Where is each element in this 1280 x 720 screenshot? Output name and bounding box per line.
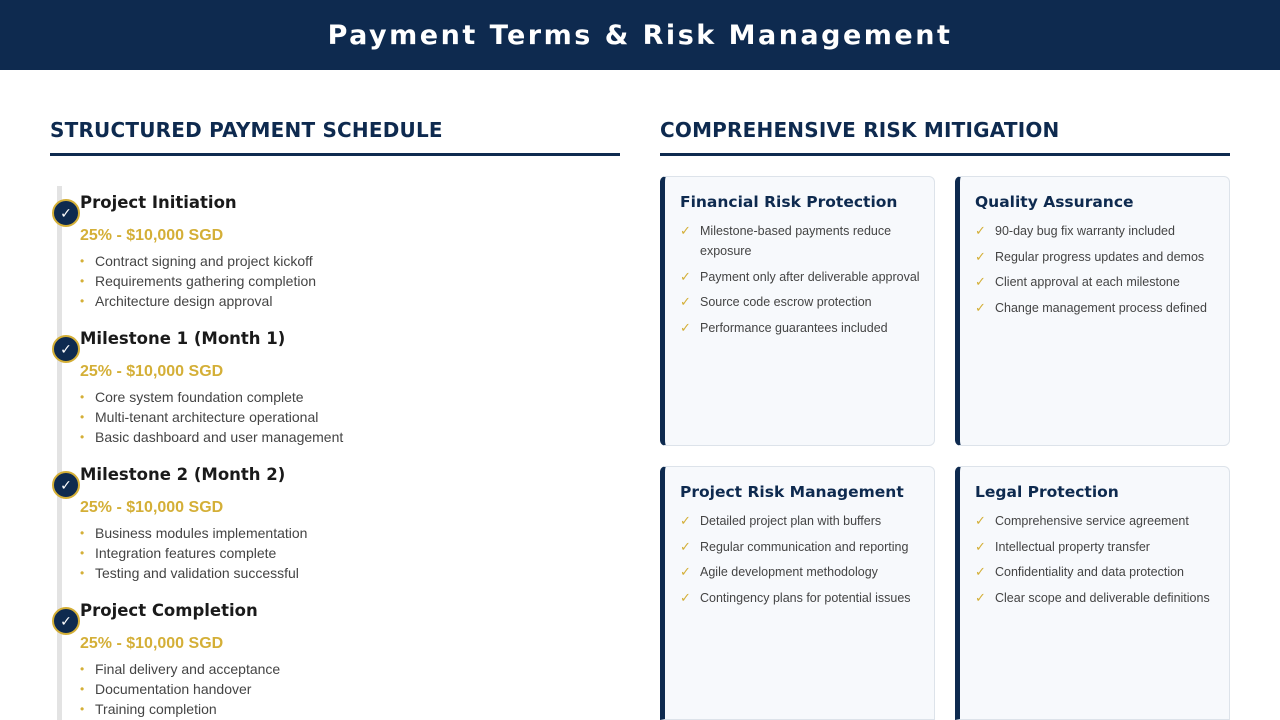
list-item: Core system foundation complete [80, 387, 620, 407]
card-items: ✓Milestone-based payments reduce exposur… [680, 221, 922, 338]
list-item: Requirements gathering completion [80, 271, 620, 291]
list-item: ✓Change management process defined [975, 298, 1217, 318]
list-item: ✓Agile development methodology [680, 562, 922, 582]
check-circle-icon: ✓ [52, 335, 80, 363]
milestone-2: ✓ Milestone 2 (Month 2) 25% - $10,000 SG… [52, 463, 620, 583]
list-item: ✓Milestone-based payments reduce exposur… [680, 223, 892, 258]
checkmark-icon: ✓ [680, 564, 691, 579]
milestone-items: Core system foundation complete Multi-te… [80, 387, 620, 447]
list-item: ✓Source code escrow protection [680, 292, 922, 312]
checkmark-icon: ✓ [975, 538, 986, 554]
checkmark-icon: ✓ [680, 319, 691, 335]
list-item: ✓90-day bug fix warranty included [975, 221, 1217, 241]
milestone-amount: 25% - $10,000 SGD [80, 499, 224, 516]
milestone-items: Contract signing and project kickoff Req… [80, 251, 620, 311]
checkmark-icon: ✓ [975, 299, 986, 315]
list-item: Contract signing and project kickoff [80, 251, 620, 271]
page-title: Payment Terms & Risk Management [327, 19, 953, 51]
milestone-items: Final delivery and acceptance Documentat… [80, 659, 620, 719]
card-items: ✓Detailed project plan with buffers ✓Reg… [680, 511, 922, 608]
payment-schedule-heading: STRUCTURED PAYMENT SCHEDULE [50, 118, 620, 156]
card-title: Project Risk Management [680, 483, 904, 501]
list-item: ✓Client approval at each milestone [975, 272, 1217, 292]
checkmark-icon: ✓ [975, 589, 986, 605]
card-financial-risk-protection: Financial Risk Protection ✓Milestone-bas… [660, 176, 935, 446]
milestone-amount: 25% - $10,000 SGD [80, 635, 224, 652]
list-item: Integration features complete [80, 543, 620, 563]
card-items: ✓Comprehensive service agreement ✓Intell… [975, 511, 1217, 608]
card-quality-assurance: Quality Assurance ✓90-day bug fix warran… [955, 176, 1230, 446]
card-title: Financial Risk Protection [680, 193, 898, 211]
list-item: ✓Performance guarantees included [680, 318, 922, 338]
card-items: ✓90-day bug fix warranty included ✓Regul… [975, 221, 1217, 318]
check-circle-icon: ✓ [52, 199, 80, 227]
milestone-title: Project Completion [80, 601, 258, 620]
risk-mitigation-heading: COMPREHENSIVE RISK MITIGATION [660, 118, 1230, 156]
checkmark-icon: ✓ [680, 538, 691, 554]
list-item: ✓Regular progress updates and demos [975, 247, 1217, 267]
checkmark-icon: ✓ [680, 589, 691, 605]
list-item: ✓Comprehensive service agreement [975, 511, 1217, 531]
milestone-amount: 25% - $10,000 SGD [80, 227, 224, 244]
list-item: Basic dashboard and user management [80, 427, 620, 447]
check-circle-icon: ✓ [52, 471, 80, 499]
milestone-1: ✓ Milestone 1 (Month 1) 25% - $10,000 SG… [52, 327, 620, 447]
milestone-title: Milestone 1 (Month 1) [80, 329, 286, 348]
list-item: ✓Intellectual property transfer [975, 537, 1217, 557]
list-item: Testing and validation successful [80, 563, 620, 583]
check-circle-icon: ✓ [52, 607, 80, 635]
checkmark-icon: ✓ [680, 268, 691, 284]
milestone-project-completion: ✓ Project Completion 25% - $10,000 SGD F… [52, 599, 620, 719]
list-item: ✓Clear scope and deliverable definitions [975, 588, 1217, 608]
list-item: Multi-tenant architecture operational [80, 407, 620, 427]
checkmark-icon: ✓ [975, 248, 986, 264]
milestone-amount: 25% - $10,000 SGD [80, 363, 224, 380]
checkmark-icon: ✓ [680, 294, 691, 309]
checkmark-icon: ✓ [975, 274, 986, 289]
list-item: ✓Contingency plans for potential issues [680, 588, 922, 608]
checkmark-icon: ✓ [975, 513, 986, 528]
card-project-risk-management: Project Risk Management ✓Detailed projec… [660, 466, 935, 720]
card-title: Quality Assurance [975, 193, 1134, 211]
list-item: ✓Payment only after deliverable approval [680, 267, 922, 287]
milestone-title: Milestone 2 (Month 2) [80, 465, 286, 484]
page-header: Payment Terms & Risk Management [0, 0, 1280, 70]
milestone-items: Business modules implementation Integrat… [80, 523, 620, 583]
list-item: ✓Detailed project plan with buffers [680, 511, 922, 531]
milestone-project-initiation: ✓ Project Initiation 25% - $10,000 SGD C… [52, 191, 620, 311]
card-title: Legal Protection [975, 483, 1119, 501]
list-item: Training completion [80, 699, 620, 719]
checkmark-icon: ✓ [680, 223, 691, 238]
list-item: ✓Confidentiality and data protection [975, 562, 1217, 582]
card-legal-protection: Legal Protection ✓Comprehensive service … [955, 466, 1230, 720]
timeline-line [57, 186, 62, 720]
list-item: Architecture design approval [80, 291, 620, 311]
milestone-title: Project Initiation [80, 193, 237, 212]
list-item: ✓Regular communication and reporting [680, 537, 922, 557]
list-item: Final delivery and acceptance [80, 659, 620, 679]
list-item: Business modules implementation [80, 523, 620, 543]
checkmark-icon: ✓ [975, 564, 986, 579]
checkmark-icon: ✓ [680, 513, 691, 528]
checkmark-icon: ✓ [975, 223, 986, 238]
list-item: Documentation handover [80, 679, 620, 699]
